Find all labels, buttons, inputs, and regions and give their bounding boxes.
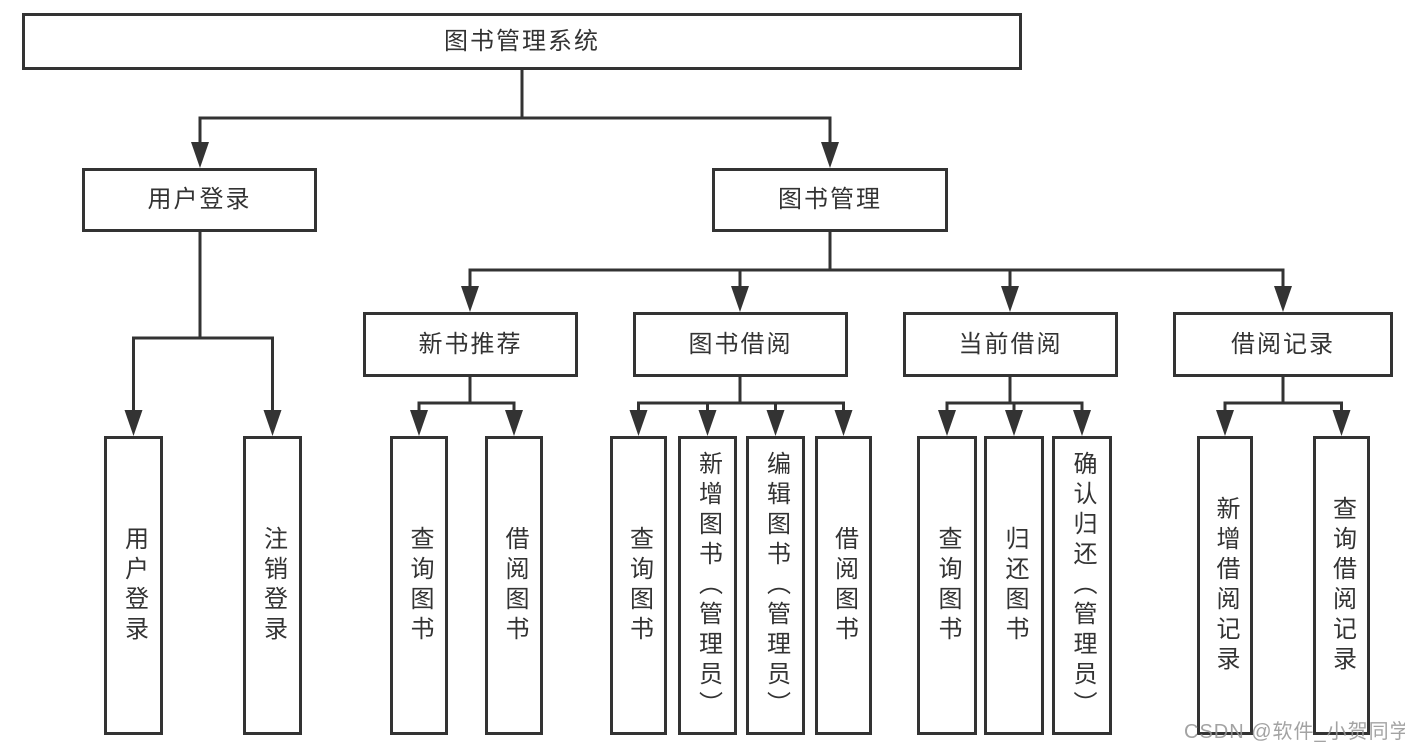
arrowhead	[731, 286, 749, 312]
node-user-login: 用户登录	[82, 168, 317, 232]
arrowhead	[1332, 410, 1351, 436]
node-current-borrowing: 当前借阅	[903, 312, 1118, 377]
arrowheads	[124, 142, 1351, 436]
leaf-borrow-books-recommend: 借阅图书	[485, 436, 543, 735]
node-book-management: 图书管理	[712, 168, 948, 232]
node-book-borrowing: 图书借阅	[633, 312, 848, 377]
arrowhead	[410, 410, 428, 436]
arrowhead	[1274, 286, 1292, 312]
leaf-query-books-recommend: 查询图书	[390, 436, 448, 735]
arrowhead	[461, 286, 479, 312]
leaf-user-login: 用户登录	[104, 436, 163, 735]
edge-newbooks-to-leaves	[417, 377, 516, 412]
leaf-query-books-current: 查询图书	[917, 436, 977, 735]
arrowhead	[124, 410, 143, 436]
leaf-borrow-books: 借阅图书	[815, 436, 872, 735]
leaf-edit-books-admin: 编辑图书（管理员）	[746, 436, 805, 735]
edge-bookmgmt-to-level3	[468, 232, 1285, 288]
arrowhead	[1005, 410, 1023, 436]
leaf-query-borrow-record: 查询借阅记录	[1313, 436, 1370, 735]
leaf-query-books-borrow: 查询图书	[610, 436, 667, 735]
node-new-book-recommendation: 新书推荐	[363, 312, 578, 377]
leaf-add-books-admin: 新增图书（管理员）	[678, 436, 737, 735]
edge-currentborrow-to-leaves	[945, 377, 1084, 412]
arrowhead	[191, 142, 209, 168]
edge-root-to-level2	[198, 68, 832, 144]
arrowhead	[766, 410, 785, 436]
leaf-add-borrow-record: 新增借阅记录	[1197, 436, 1253, 735]
arrowhead	[263, 410, 282, 436]
arrowhead	[834, 410, 853, 436]
leaf-confirm-return-admin: 确认归还（管理员）	[1052, 436, 1112, 735]
arrowhead	[938, 410, 956, 436]
watermark: CSDN @软件_小贺同学	[1184, 721, 1405, 743]
arrowhead	[1216, 410, 1234, 436]
edge-records-to-leaves	[1223, 377, 1343, 412]
leaf-return-books: 归还图书	[984, 436, 1044, 735]
edge-userlogin-to-leaves	[132, 232, 274, 412]
edge-bookborrow-to-leaves	[637, 377, 845, 412]
arrowhead	[505, 410, 523, 436]
arrowhead	[1001, 286, 1019, 312]
node-borrowing-records: 借阅记录	[1173, 312, 1393, 377]
leaf-logout: 注销登录	[243, 436, 302, 735]
arrowhead	[821, 142, 839, 168]
arrowhead	[629, 410, 648, 436]
node-library-management-system: 图书管理系统	[22, 13, 1022, 70]
arrowhead	[698, 410, 717, 436]
arrowhead	[1073, 410, 1091, 436]
